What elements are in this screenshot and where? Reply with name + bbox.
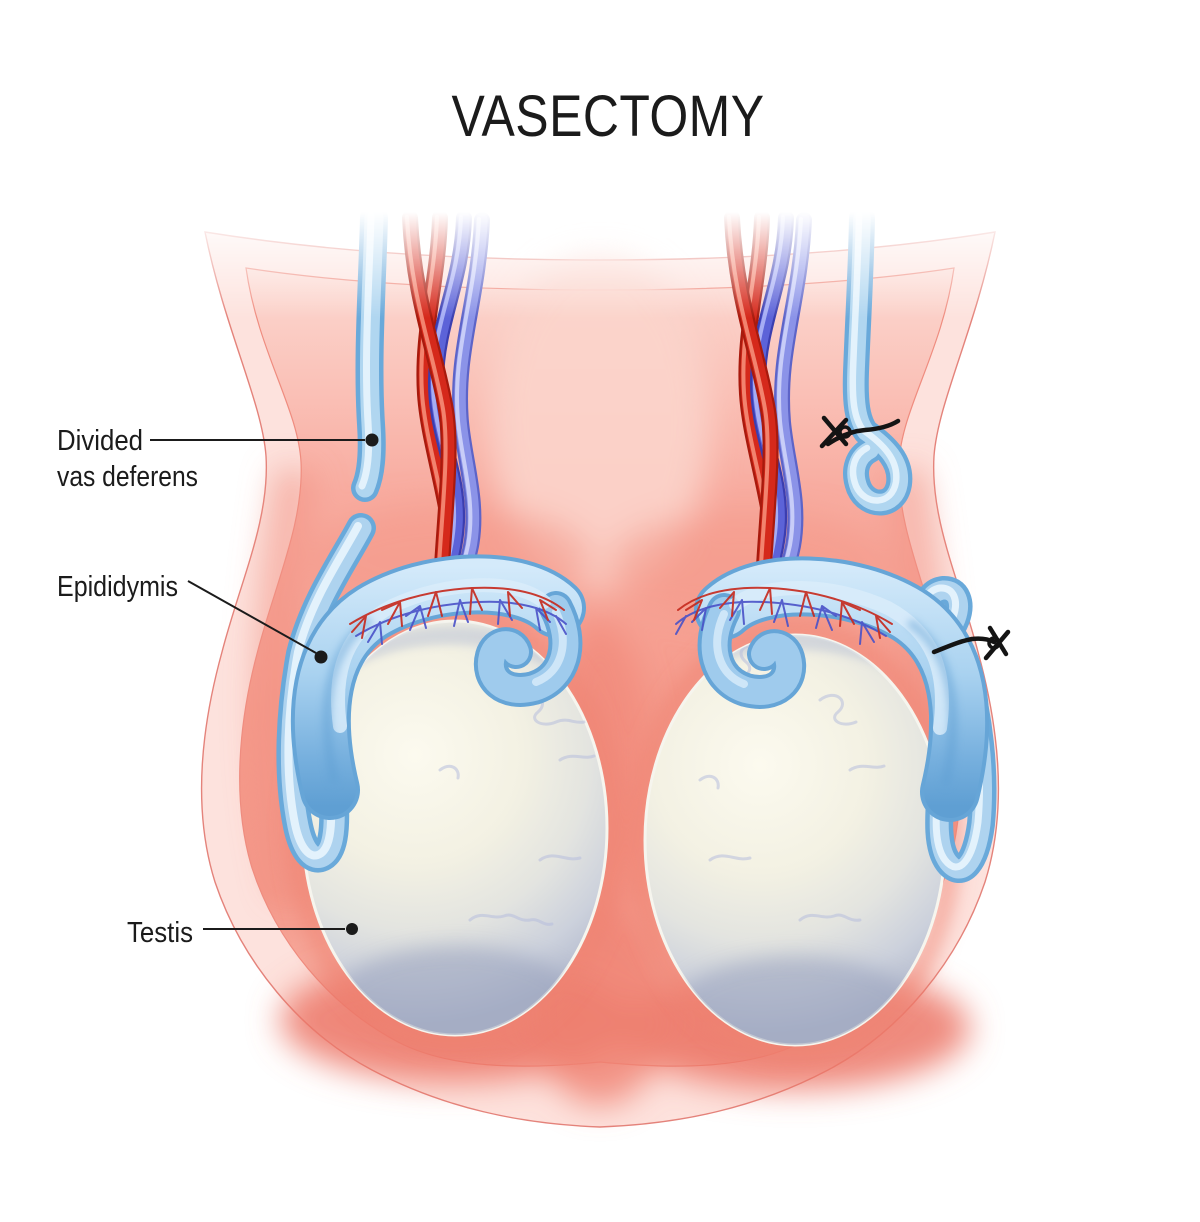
leader-dot-divided-vas <box>365 433 379 447</box>
label-epididymis: Epididymis <box>57 571 178 603</box>
right-vas-upper-segment-looped <box>842 205 913 516</box>
leader-dot-testis <box>346 923 358 935</box>
label-testis: Testis <box>127 917 193 949</box>
left-vascular-network <box>349 586 567 645</box>
right-epididymis <box>694 556 990 822</box>
diagram-title: VASECTOMY <box>452 84 765 149</box>
suture-upper-right-vas <box>819 415 901 449</box>
leader-dot-epididymis <box>314 650 328 664</box>
label-divided-vas-line1: Divided <box>57 425 143 457</box>
suture-lower-right-vas <box>931 625 1011 661</box>
left-vas-upper-segment <box>351 204 388 502</box>
label-divided-vas-line2: vas deferens <box>57 461 198 493</box>
leader-line-epididymis <box>187 580 317 654</box>
annotations <box>150 433 379 935</box>
